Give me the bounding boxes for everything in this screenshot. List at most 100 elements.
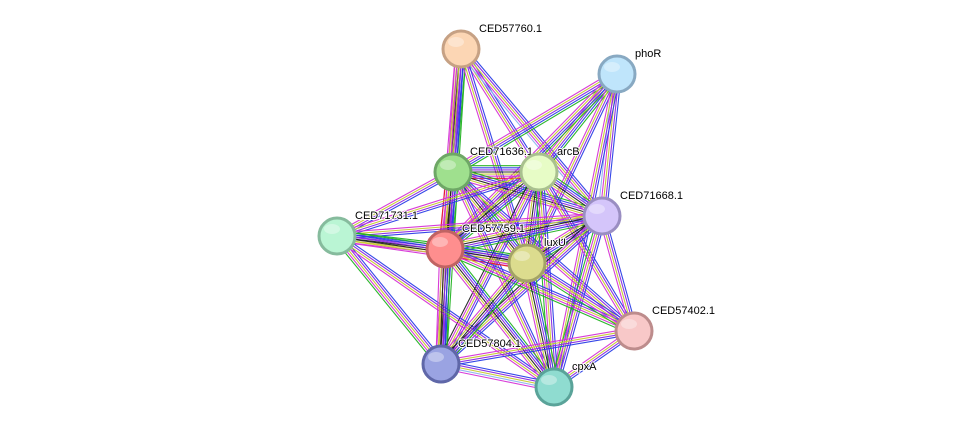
edge-arcB-CED57759.1: [441, 167, 543, 254]
node-highlight: [514, 251, 530, 261]
edge-evidence-blue: [604, 214, 638, 331]
edge-evidence-green: [333, 238, 439, 368]
edge-evidence-yellow: [523, 263, 552, 389]
edge-evidence-yellow: [451, 71, 617, 171]
edge-arcB-CED71731.1: [335, 168, 541, 240]
node-CED57402.1[interactable]: CED57402.1: [614, 304, 716, 351]
edge-evidence-green: [531, 261, 560, 387]
edge-evidence-yellow: [444, 248, 635, 332]
node-highlight: [440, 160, 456, 170]
edge-evidence-purple: [527, 262, 556, 388]
edge-evidence-blue: [463, 45, 606, 214]
edge-luxU-CED57804.1: [436, 259, 532, 368]
edge-evidence-yellow: [438, 260, 526, 363]
edge-evidence-magenta: [458, 49, 601, 218]
edge-evidence-green: [456, 168, 532, 261]
edge-evidence-magenta: [440, 251, 551, 391]
edge-evidence-purple: [445, 246, 636, 330]
edge-evidence-black: [444, 214, 603, 249]
edge-evidence-magenta: [439, 327, 635, 362]
edge-evidence-purple: [441, 217, 604, 367]
edge-evidence-magenta: [334, 168, 453, 234]
node-circle[interactable]: [425, 229, 465, 269]
node-CED57804.1[interactable]: CED57804.1: [421, 337, 522, 384]
edge-evidence-blue: [528, 258, 637, 329]
edge-evidence-yellow: [450, 173, 526, 266]
edge-evidence-magenta: [335, 168, 539, 234]
node-highlight: [541, 375, 557, 385]
edge-evidence-purple: [445, 247, 556, 387]
node-highlight: [324, 224, 340, 234]
edge-evidence-yellow: [336, 214, 603, 236]
edge-evidence-purple: [338, 234, 444, 364]
edge-evidence-purple: [440, 331, 635, 366]
edge-evidence-yellow: [440, 329, 635, 364]
edge-evidence-yellow: [336, 170, 540, 236]
node-CED71636.1[interactable]: CED71636.1: [433, 145, 534, 192]
node-label: luxU: [544, 237, 566, 249]
edge-evidence-blue: [541, 169, 638, 330]
edge-evidence-yellow: [600, 215, 634, 332]
edge-evidence-black: [443, 170, 539, 249]
node-CED71731.1[interactable]: CED71731.1: [317, 209, 419, 256]
node-CED57760.1[interactable]: CED57760.1: [441, 22, 543, 69]
node-label: CED57402.1: [652, 305, 715, 317]
edge-CED71668.1-CED57804.1: [437, 212, 606, 368]
node-circle[interactable]: [507, 243, 547, 283]
node-CED57759.1[interactable]: CED57759.1: [425, 222, 526, 269]
edge-evidence-black: [451, 172, 527, 265]
node-label: CED57760.1: [479, 23, 542, 35]
edge-evidence-purple: [603, 73, 620, 217]
edge-evidence-blue: [443, 171, 457, 365]
node-circle[interactable]: [614, 311, 654, 351]
edge-evidence-blue: [446, 246, 558, 386]
edge-evidence-magenta: [449, 172, 552, 389]
edge-evidence-magenta: [599, 73, 616, 217]
node-circle[interactable]: [421, 344, 461, 384]
edge-evidence-yellow: [443, 212, 602, 247]
edge-evidence-yellow: [526, 262, 635, 332]
edge-CED71668.1-CED57402.1: [598, 214, 638, 333]
edge-evidence-green: [445, 248, 451, 365]
edge-evidence-yellow: [537, 171, 634, 333]
node-label: CED71636.1: [470, 146, 533, 158]
node-phoR[interactable]: phoR: [597, 47, 662, 94]
edge-evidence-magenta: [439, 213, 602, 364]
edge-evidence-lightblue: [597, 73, 614, 217]
node-arcB[interactable]: arcB: [519, 145, 581, 192]
node-circle[interactable]: [534, 367, 574, 407]
edge-evidence-blue: [529, 261, 558, 387]
edge-evidence-purple: [527, 260, 636, 330]
edge-evidence-black: [443, 249, 554, 389]
edge-evidence-blue: [441, 359, 556, 384]
edge-evidence-magenta: [435, 248, 441, 365]
edge-evidence-yellow: [442, 169, 538, 248]
edge-evidence-yellow: [553, 215, 603, 388]
edge-evidence-blue: [338, 232, 557, 385]
edge-evidence-black: [439, 261, 527, 364]
node-label: cpxA: [572, 361, 597, 373]
node-luxU[interactable]: luxU: [507, 236, 567, 283]
edge-evidence-blue: [454, 169, 530, 262]
edge-evidence-magenta: [436, 259, 524, 362]
edge-evidence-blue: [453, 75, 619, 175]
edge-evidence-blue: [440, 333, 636, 368]
edge-evidence-magenta: [598, 216, 632, 333]
node-circle[interactable]: [597, 54, 637, 94]
node-circle[interactable]: [582, 196, 622, 236]
edge-luxU-cpxA: [521, 261, 560, 389]
edge-evidence-green: [445, 220, 604, 255]
node-circle[interactable]: [433, 152, 473, 192]
node-CED71668.1[interactable]: CED71668.1: [582, 189, 684, 236]
node-circle[interactable]: [441, 29, 481, 69]
edge-evidence-magenta: [334, 236, 440, 366]
edge-evidence-green: [447, 175, 543, 254]
node-circle[interactable]: [519, 152, 559, 192]
node-circle[interactable]: [317, 216, 357, 256]
edge-CED71731.1-CED57804.1: [333, 232, 445, 368]
edge-evidence-purple: [445, 172, 541, 251]
edge-evidence-blue: [337, 174, 541, 240]
node-cpxA[interactable]: cpxA: [534, 360, 598, 407]
node-label: CED71731.1: [355, 210, 418, 222]
